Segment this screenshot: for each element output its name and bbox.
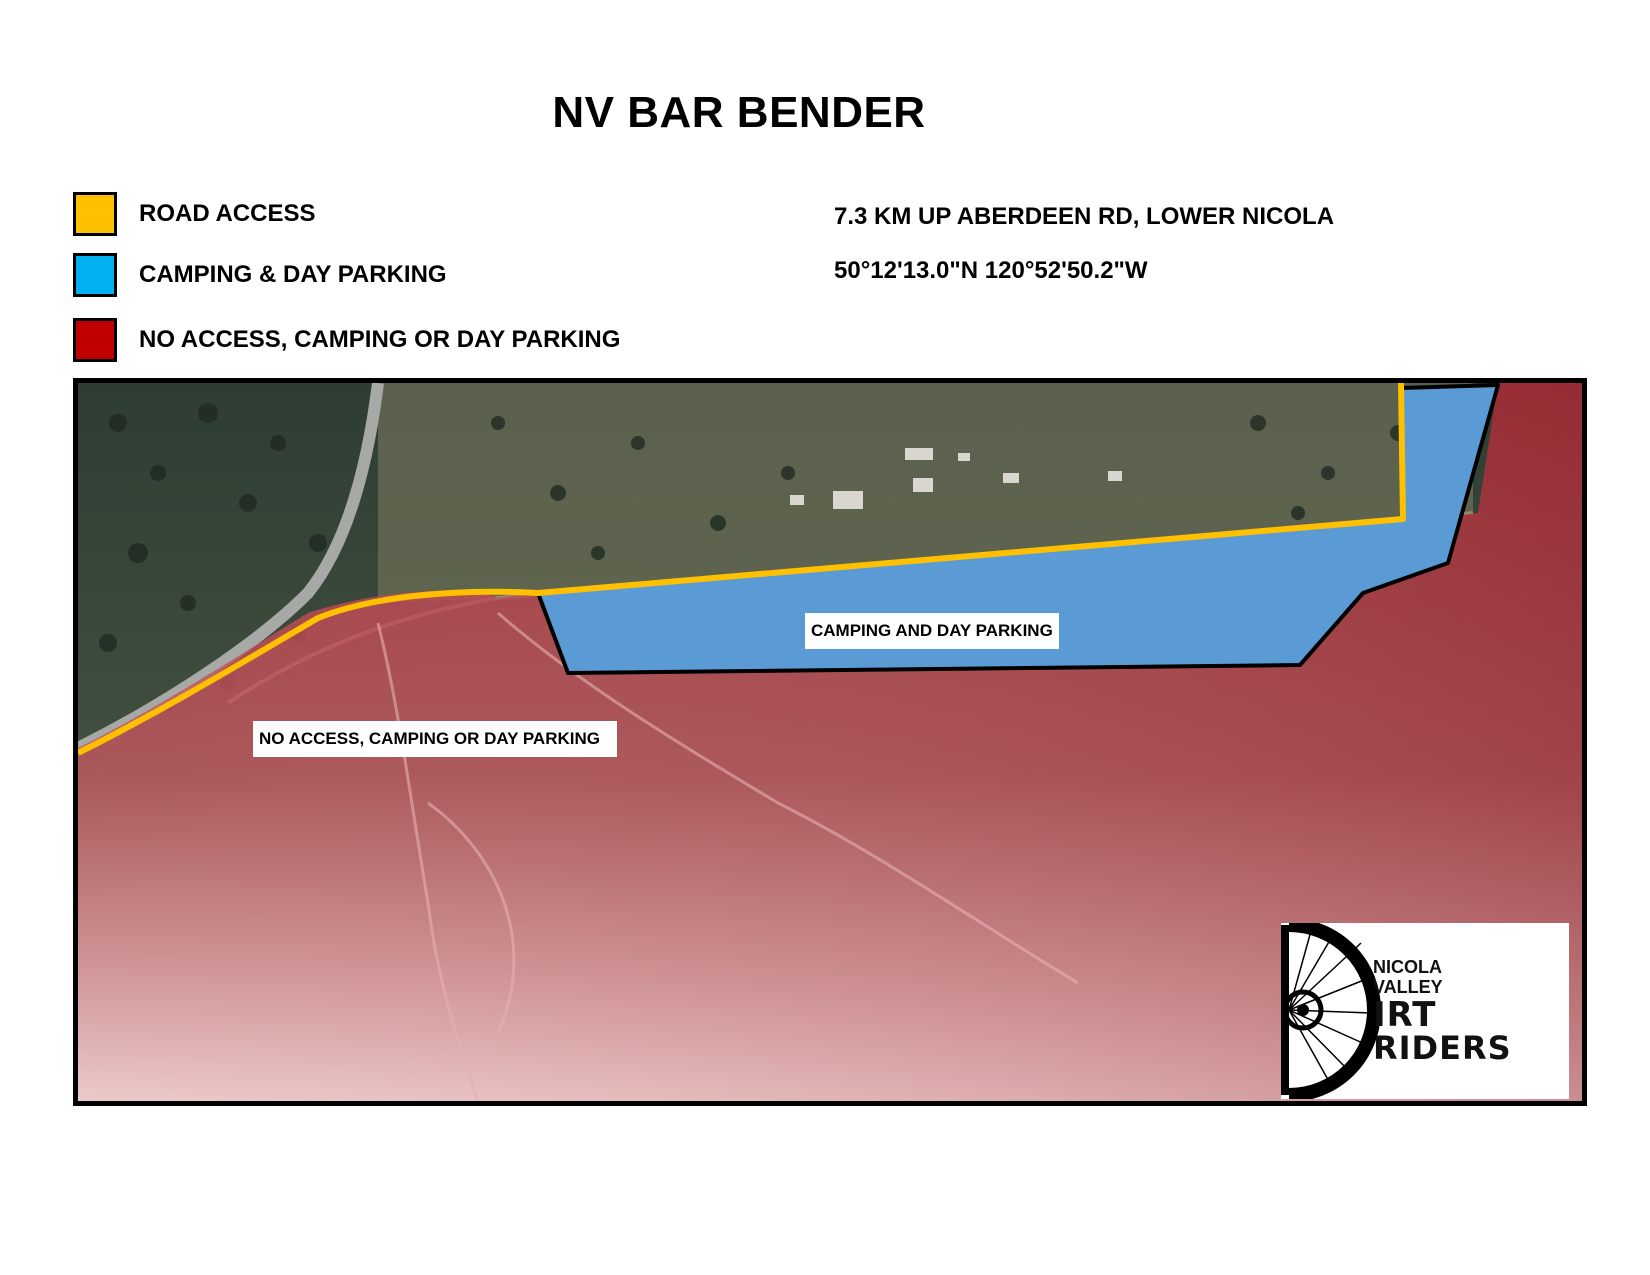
trails <box>376 611 1079 1101</box>
legend-swatch-camping <box>73 253 117 297</box>
logo-line-valley: VALLEY <box>1373 977 1443 997</box>
legend-label-no-access: NO ACCESS, CAMPING OR DAY PARKING <box>139 326 621 353</box>
legend-item-no-access: NO ACCESS, CAMPING OR DAY PARKING <box>73 316 620 364</box>
site-map[interactable]: CAMPING AND DAY PARKING NO ACCESS, CAMPI… <box>73 378 1587 1106</box>
logo-line-irt: IRT <box>1373 995 1437 1035</box>
highway <box>78 383 384 754</box>
legend-item-road-access: ROAD ACCESS <box>73 190 315 238</box>
location-directions: 7.3 KM UP ABERDEEN RD, LOWER NICOLA <box>834 203 1335 230</box>
location-coordinates: 50°12'13.0"N 120°52'50.2"W <box>834 257 1148 284</box>
logo-line-nicola: NICOLA <box>1373 957 1442 977</box>
logo-line-riders: RIDERS <box>1373 1029 1512 1067</box>
cleared-area <box>378 383 1473 603</box>
buildings <box>790 448 1122 509</box>
legend-swatch-no-access <box>73 318 117 362</box>
no-access-zone-label: NO ACCESS, CAMPING OR DAY PARKING <box>253 721 617 757</box>
legend-label-camping: CAMPING & DAY PARKING <box>139 261 447 288</box>
road-access-line <box>78 383 1406 756</box>
club-logo: NICOLA VALLEY IRT RIDERS <box>1281 923 1569 1099</box>
legend-label-road: ROAD ACCESS <box>139 200 316 227</box>
legend-item-camping: CAMPING & DAY PARKING <box>73 251 447 299</box>
camping-zone-label: CAMPING AND DAY PARKING <box>805 613 1059 649</box>
wheel-icon <box>1281 923 1381 1099</box>
page-title: NV BAR BENDER <box>552 88 926 137</box>
legend-swatch-road <box>73 192 117 236</box>
map-drawing <box>78 383 1582 1101</box>
